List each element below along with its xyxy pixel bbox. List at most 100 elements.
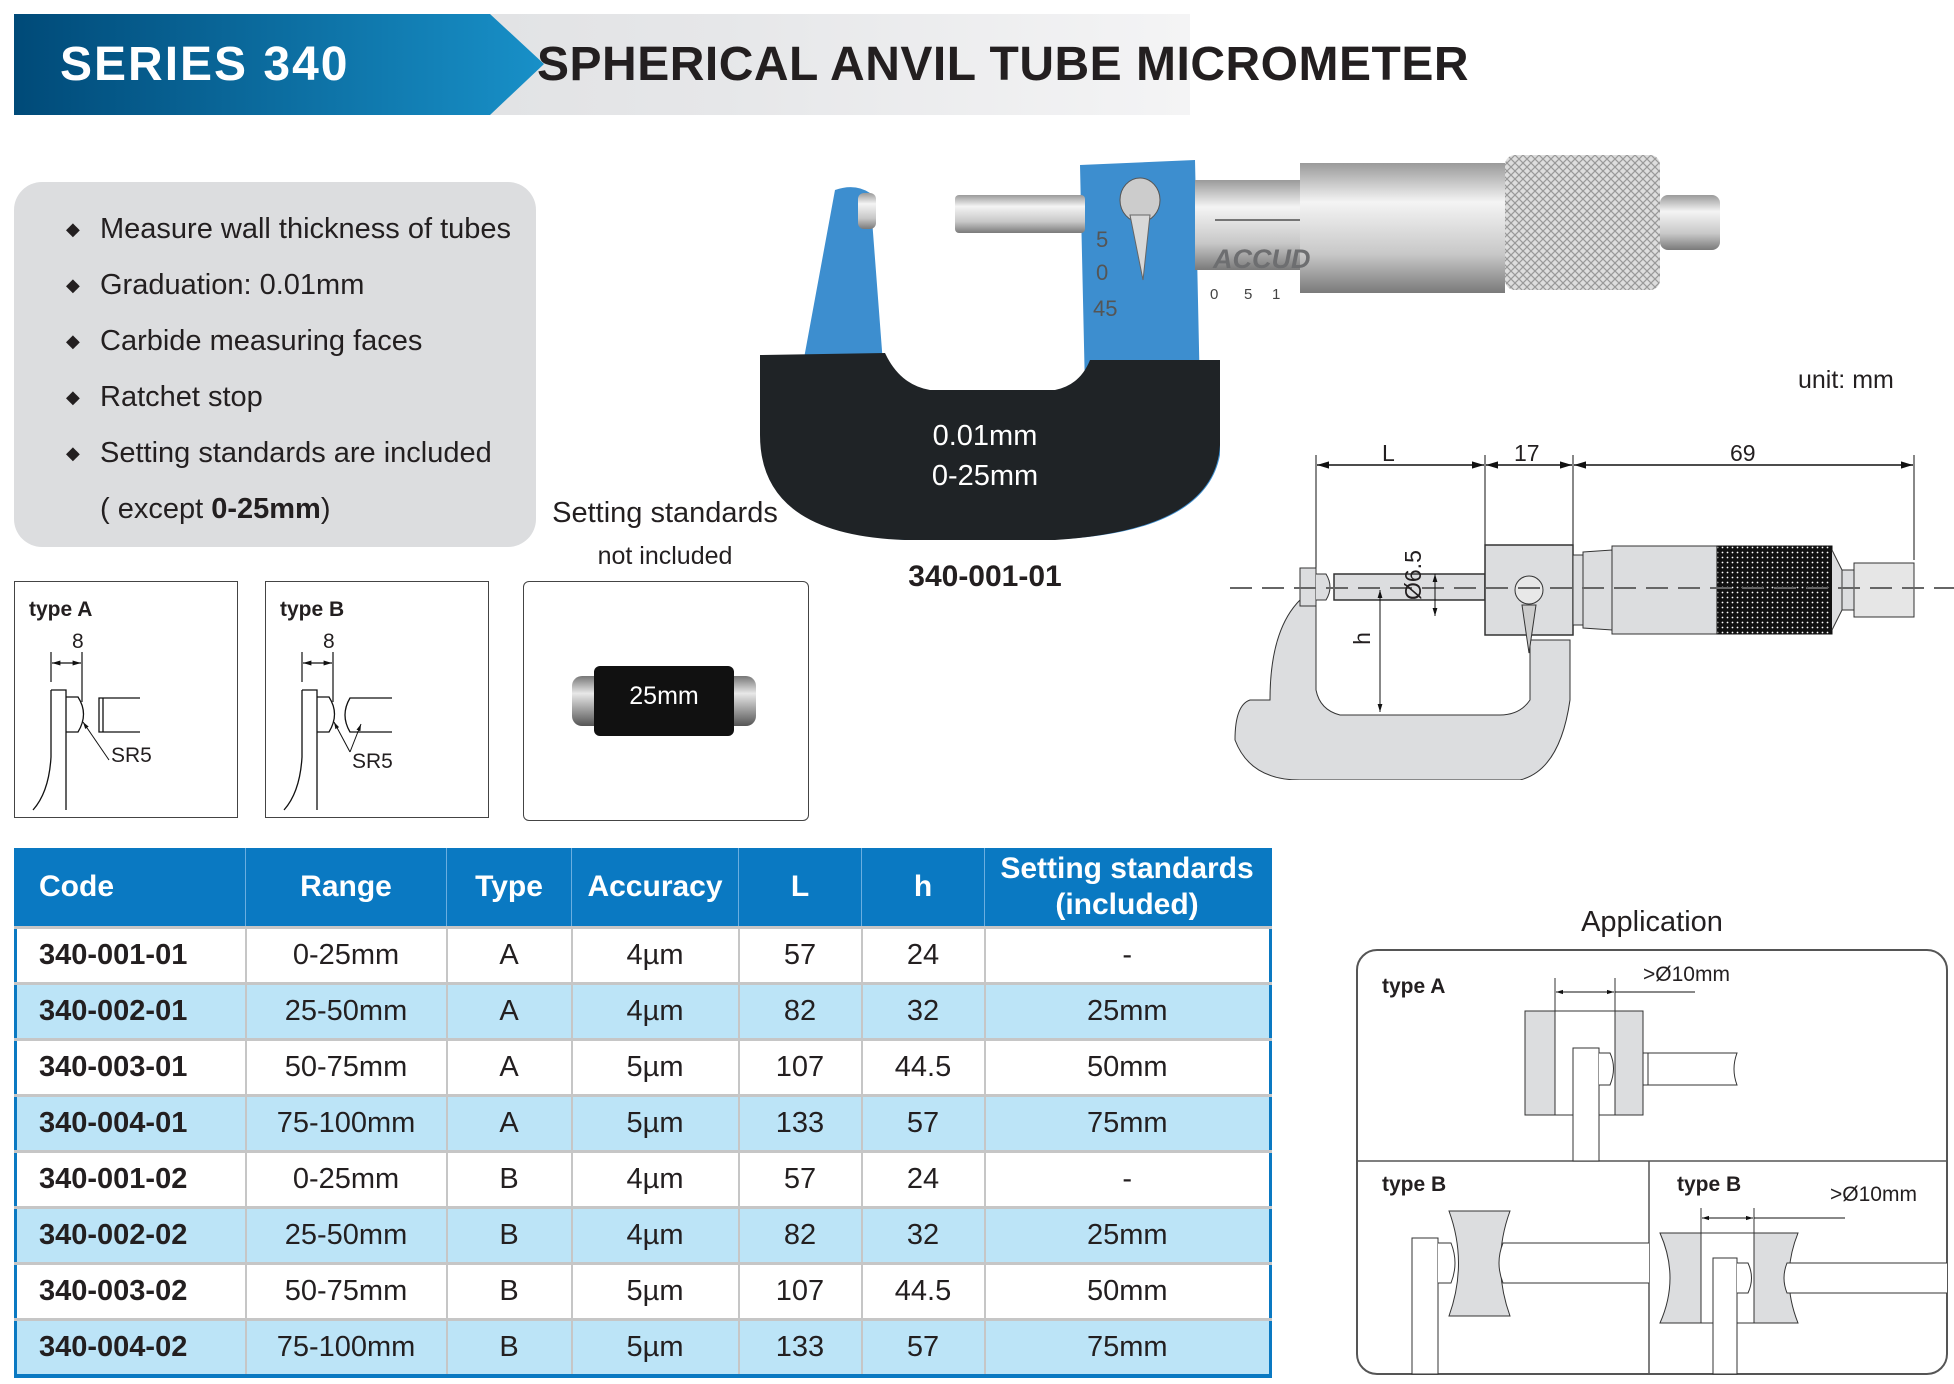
application-type-b-label: type B bbox=[1382, 1173, 1447, 1196]
type-a-radius: SR5 bbox=[111, 744, 152, 767]
cell-type: B bbox=[445, 1206, 572, 1264]
type-b-detail: type B 8 SR5 bbox=[265, 581, 489, 818]
cell-code: 340-004-01 bbox=[15, 1094, 246, 1152]
setting-standard-block-image bbox=[572, 666, 756, 736]
cell-accuracy: 4µm bbox=[570, 1150, 739, 1208]
type-a-anvil-drawing bbox=[32, 652, 140, 811]
model-code: 340-001-01 bbox=[908, 560, 1062, 593]
cell-setting-standard: 50mm bbox=[983, 1038, 1271, 1096]
col-range: Range bbox=[245, 848, 447, 928]
cell-code: 340-003-01 bbox=[15, 1038, 246, 1096]
cell-setting-standard: - bbox=[983, 1150, 1271, 1208]
diamond-bullet-icon: ◆ bbox=[66, 387, 80, 407]
spec-table: Code Range Type Accuracy L h Setting sta… bbox=[14, 848, 1272, 1378]
cell-accuracy: 4µm bbox=[570, 926, 739, 984]
cell-accuracy: 5µm bbox=[570, 1094, 739, 1152]
cell-code: 340-001-02 bbox=[15, 1150, 246, 1208]
page-title: SPHERICAL ANVIL TUBE MICROMETER bbox=[537, 38, 1469, 91]
cell-type: B bbox=[445, 1318, 572, 1376]
cell-range: 50-75mm bbox=[244, 1038, 447, 1096]
cell-type: B bbox=[445, 1150, 572, 1208]
dim-diameter-label: Ø6.5 bbox=[1400, 550, 1426, 600]
cell-type: A bbox=[445, 1038, 572, 1096]
cell-setting-standard: 75mm bbox=[983, 1318, 1271, 1376]
cell-type: A bbox=[445, 1094, 572, 1152]
cell-code: 340-004-02 bbox=[15, 1318, 246, 1376]
cell-L: 107 bbox=[737, 1038, 862, 1096]
cell-setting-standard: 25mm bbox=[983, 1206, 1271, 1264]
application-diagram bbox=[1356, 949, 1948, 1375]
cell-code: 340-001-01 bbox=[15, 926, 246, 984]
cell-L: 82 bbox=[737, 1206, 862, 1264]
cell-setting-standard: 25mm bbox=[983, 982, 1271, 1040]
cell-L: 133 bbox=[737, 1318, 862, 1376]
setting-standard-box: 25mm bbox=[523, 581, 809, 821]
setting-standard-note: not included bbox=[597, 542, 733, 570]
cell-range: 75-100mm bbox=[244, 1318, 447, 1376]
setting-standard-size: 25mm bbox=[629, 682, 699, 710]
cell-L: 57 bbox=[737, 1150, 862, 1208]
diamond-bullet-icon: ◆ bbox=[66, 443, 80, 463]
thimble-tick-0: 0 bbox=[1096, 260, 1109, 285]
cell-range: 0-25mm bbox=[244, 926, 447, 984]
features-panel: ◆Measure wall thickness of tubes ◆Gradua… bbox=[14, 182, 536, 547]
diamond-bullet-icon: ◆ bbox=[66, 331, 80, 351]
brand-logo: ACCUD bbox=[1213, 244, 1311, 274]
dim-L-label: L bbox=[1382, 440, 1395, 466]
col-type: Type bbox=[446, 848, 572, 928]
cell-code: 340-002-02 bbox=[15, 1206, 246, 1264]
diamond-bullet-icon: ◆ bbox=[66, 275, 80, 295]
cell-setting-standard: - bbox=[983, 926, 1271, 984]
cell-range: 0-25mm bbox=[244, 1150, 447, 1208]
cell-setting-standard: 75mm bbox=[983, 1094, 1271, 1152]
type-a-dimension: 8 bbox=[72, 630, 84, 653]
type-b-label: type B bbox=[280, 598, 345, 621]
sleeve-tick-1: 1 bbox=[1272, 286, 1281, 303]
cell-range: 25-50mm bbox=[244, 1206, 447, 1264]
cell-L: 107 bbox=[737, 1262, 862, 1320]
type-b-radius: SR5 bbox=[352, 750, 393, 773]
dim-69-label: 69 bbox=[1730, 440, 1756, 466]
cell-type: A bbox=[445, 926, 572, 984]
application-type-a-label: type A bbox=[1382, 975, 1446, 998]
sleeve-tick-0: 0 bbox=[1210, 286, 1219, 303]
cell-accuracy: 5µm bbox=[570, 1262, 739, 1320]
cell-code: 340-003-02 bbox=[15, 1262, 246, 1320]
cell-range: 50-75mm bbox=[244, 1262, 447, 1320]
cell-type: B bbox=[445, 1262, 572, 1320]
cell-h: 32 bbox=[860, 1206, 985, 1264]
cell-h: 24 bbox=[860, 926, 985, 984]
cell-L: 57 bbox=[737, 926, 862, 984]
type-b-dimension: 8 bbox=[323, 630, 335, 653]
cell-L: 82 bbox=[737, 982, 862, 1040]
col-code: Code bbox=[15, 848, 246, 928]
cell-setting-standard: 50mm bbox=[983, 1262, 1271, 1320]
application-type-b2-label: type B bbox=[1677, 1173, 1742, 1196]
dim-17-label: 17 bbox=[1514, 440, 1540, 466]
application-type-a-dimension: >Ø10mm bbox=[1643, 963, 1730, 986]
frame-range: 0-25mm bbox=[931, 460, 1039, 492]
cell-range: 75-100mm bbox=[244, 1094, 447, 1152]
diamond-bullet-icon: ◆ bbox=[66, 219, 80, 239]
col-accuracy: Accuracy bbox=[571, 848, 739, 928]
series-label: SERIES 340 bbox=[60, 38, 350, 91]
col-h: h bbox=[861, 848, 985, 928]
cell-h: 32 bbox=[860, 982, 985, 1040]
type-a-label: type A bbox=[29, 598, 93, 621]
thimble-tick-5: 5 bbox=[1096, 227, 1109, 252]
cell-type: A bbox=[445, 982, 572, 1040]
table-header-row: Code Range Type Accuracy L h Setting sta… bbox=[15, 848, 1271, 928]
cell-h: 44.5 bbox=[860, 1262, 985, 1320]
cell-h: 57 bbox=[860, 1318, 985, 1376]
series-badge bbox=[14, 14, 544, 115]
cell-h: 24 bbox=[860, 1150, 985, 1208]
col-L: L bbox=[738, 848, 862, 928]
application-title: Application bbox=[1581, 906, 1723, 938]
